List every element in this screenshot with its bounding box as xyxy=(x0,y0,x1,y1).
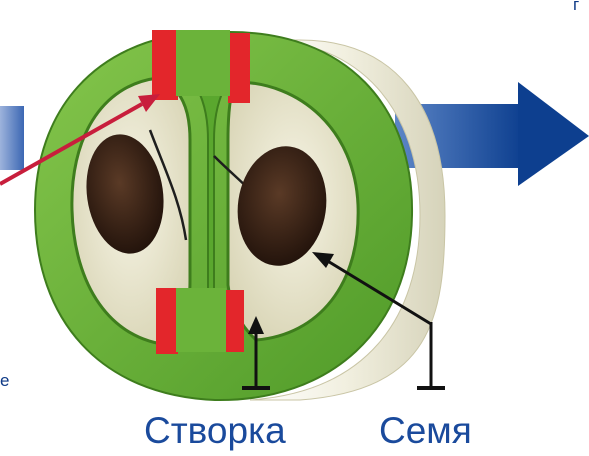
seed-label: Семя xyxy=(379,412,472,449)
top-septum-cap xyxy=(176,30,230,96)
valve-label: Створка xyxy=(144,412,286,449)
bottom-septum-cap xyxy=(176,288,226,352)
top-right-suture xyxy=(228,33,250,103)
right-edge-text-fragment: г xyxy=(573,0,579,13)
bottom-right-suture xyxy=(224,290,244,352)
left-edge-text-fragment: е xyxy=(0,372,9,389)
left-arrow-body xyxy=(0,106,24,170)
top-left-suture xyxy=(152,30,178,100)
bottom-left-suture xyxy=(156,288,178,354)
